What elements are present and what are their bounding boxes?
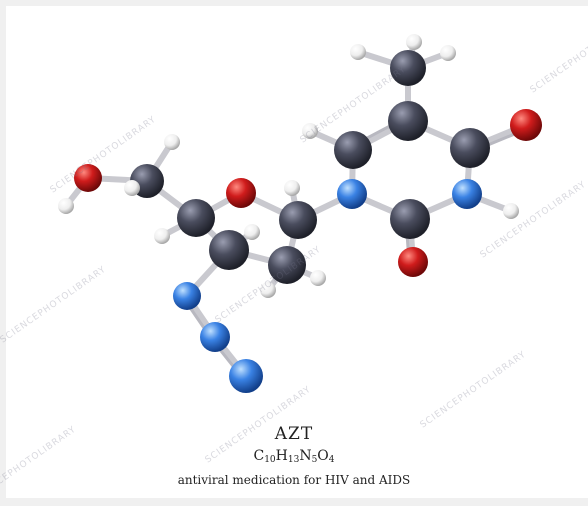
molecule-name: AZT	[274, 424, 314, 444]
hydrogen-atom	[124, 180, 140, 196]
molecular-formula: C10H13N5O4	[0, 446, 588, 470]
nitrogen-atom	[200, 322, 230, 352]
oxygen-atom	[398, 247, 428, 277]
hydrogen-atom	[406, 34, 422, 50]
carbon-atom	[390, 50, 426, 86]
formula-element: O	[317, 448, 329, 464]
formula-count: 10	[264, 455, 276, 465]
hydrogen-atom	[58, 198, 74, 214]
oxygen-atom	[74, 164, 102, 192]
hydrogen-atom	[310, 270, 326, 286]
nitrogen-atom	[229, 359, 263, 393]
nitrogen-atom	[337, 179, 367, 209]
nitrogen-atom	[452, 179, 482, 209]
formula-element: N	[299, 448, 312, 464]
hydrogen-atom	[154, 228, 170, 244]
hydrogen-atom	[440, 45, 456, 61]
carbon-atom	[209, 230, 249, 270]
formula-element: C	[253, 448, 265, 464]
formula-count: 5	[311, 455, 318, 465]
carbon-atom	[390, 199, 430, 239]
formula-element: H	[275, 448, 288, 464]
formula-count: 4	[328, 455, 335, 465]
caption: AZT C10H13N5O4 antiviral medication for …	[0, 424, 588, 488]
carbon-atom	[177, 199, 215, 237]
nitrogen-atom	[173, 282, 201, 310]
carbon-atom	[450, 128, 490, 168]
atom-layer	[58, 34, 542, 393]
hydrogen-atom	[164, 134, 180, 150]
oxygen-atom	[226, 178, 256, 208]
oxygen-atom	[510, 109, 542, 141]
carbon-atom	[334, 131, 372, 169]
formula-count: 13	[287, 455, 300, 465]
hydrogen-atom	[350, 44, 366, 60]
hydrogen-atom	[244, 224, 260, 240]
carbon-atom	[279, 201, 317, 239]
hydrogen-atom	[284, 180, 300, 196]
carbon-atom	[388, 101, 428, 141]
carbon-atom	[268, 246, 306, 284]
hydrogen-atom	[302, 123, 318, 139]
hydrogen-atom	[503, 203, 519, 219]
molecule-description: antiviral medication for HIV and AIDS	[177, 473, 411, 487]
hydrogen-atom	[260, 282, 276, 298]
